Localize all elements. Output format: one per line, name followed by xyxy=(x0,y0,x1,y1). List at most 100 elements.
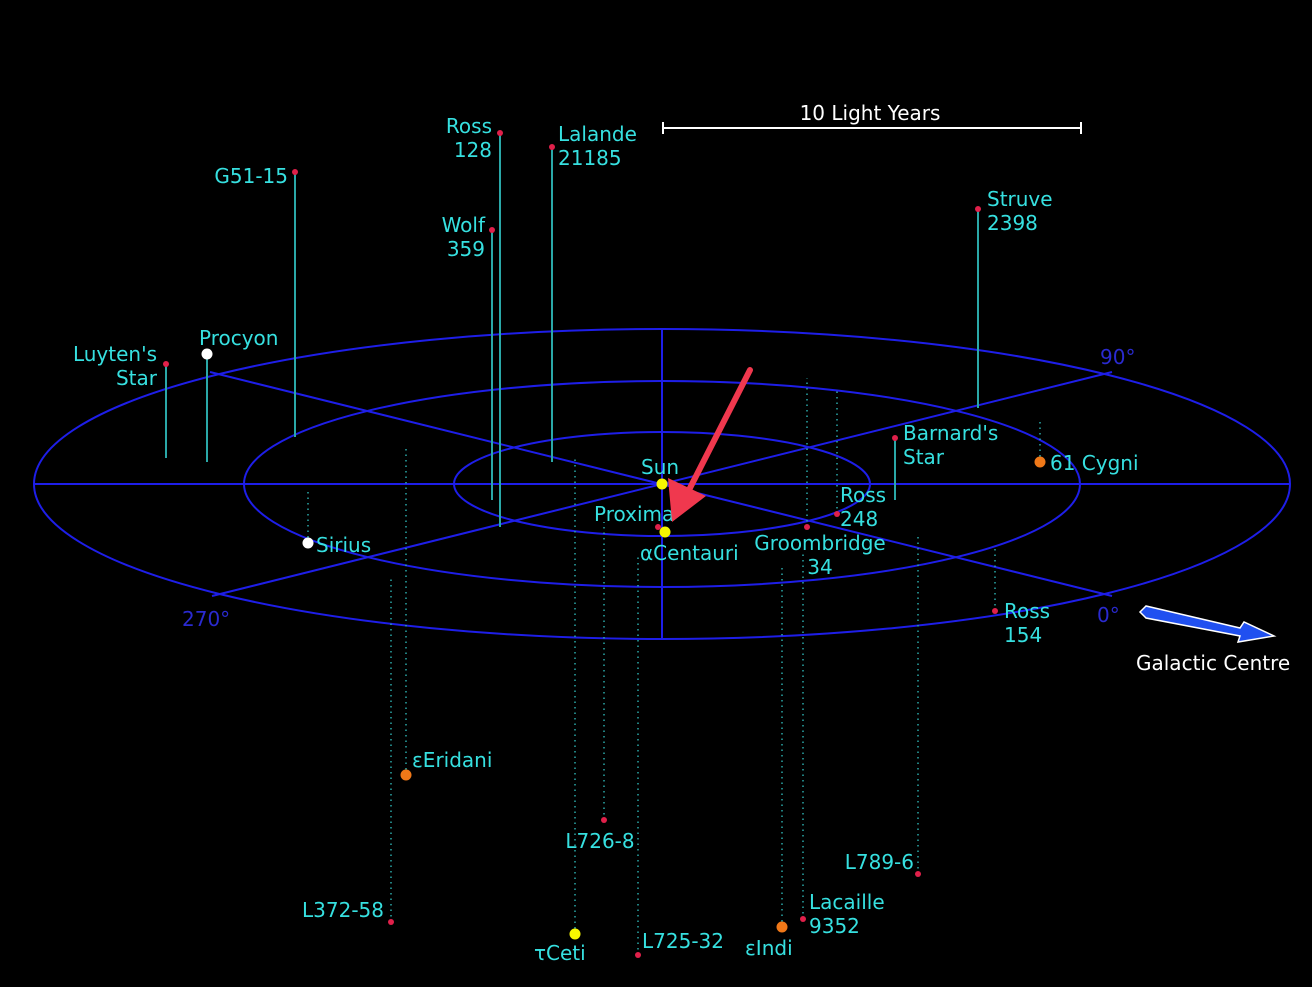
star-marker-tau-ceti[interactable] xyxy=(569,928,581,940)
star-label-line: L372-58 xyxy=(302,898,384,922)
star-label-line: Ross xyxy=(446,114,492,138)
star-marker-groombridge-34[interactable] xyxy=(804,524,810,530)
star-label-sirius: Sirius xyxy=(316,533,371,557)
star-marker-ross-128[interactable] xyxy=(497,130,503,136)
star-alpha-centauri[interactable]: αCentauri xyxy=(640,526,739,566)
star-marker-sirius[interactable] xyxy=(302,537,314,549)
star-label-line: Proxima xyxy=(594,502,674,526)
star-label-epsilon-eridani: εEridani xyxy=(412,748,492,772)
star-marker-procyon[interactable] xyxy=(201,348,213,360)
galactic-centre-label: Galactic Centre xyxy=(1136,651,1290,675)
star-label-line: εIndi xyxy=(745,936,793,960)
star-label-l789-6: L789-6 xyxy=(845,850,914,874)
star-label-sun: Sun xyxy=(641,455,679,479)
scale-label: 10 Light Years xyxy=(800,101,941,125)
star-label-line: Struve xyxy=(987,187,1053,211)
star-label-line: Ross xyxy=(1004,599,1050,623)
star-label-line: Ross xyxy=(840,483,886,507)
star-marker-sun[interactable] xyxy=(656,478,668,490)
star-label-g51-15: G51-15 xyxy=(214,164,288,188)
degree-label-0: 0° xyxy=(1097,603,1120,627)
star-sun[interactable]: Sun xyxy=(641,455,679,490)
star-marker-lalande-21185[interactable] xyxy=(549,144,555,150)
star-l372-58[interactable]: L372-58 xyxy=(302,898,394,925)
star-l789-6[interactable]: L789-6 xyxy=(845,850,921,877)
star-marker-luytens-star[interactable] xyxy=(163,361,169,367)
star-label-proxima: Proxima xyxy=(594,502,674,526)
star-label-line: αCentauri xyxy=(640,541,739,565)
star-label-line: Groombridge xyxy=(754,531,885,555)
star-marker-alpha-centauri[interactable] xyxy=(659,526,671,538)
star-label-line: 248 xyxy=(840,507,878,531)
star-label-line: Barnard's xyxy=(903,421,998,445)
galactic-centre-arrow-icon xyxy=(1138,605,1277,643)
star-marker-l725-32[interactable] xyxy=(635,952,641,958)
star-marker-l726-8[interactable] xyxy=(601,817,607,823)
star-label-line: G51-15 xyxy=(214,164,288,188)
star-marker-ross-154[interactable] xyxy=(992,608,998,614)
star-label-line: 128 xyxy=(454,138,492,162)
star-l726-8[interactable]: L726-8 xyxy=(565,817,635,853)
star-label-alpha-centauri: αCentauri xyxy=(640,541,739,565)
star-label-line: 61 Cygni xyxy=(1050,451,1139,475)
star-marker-proxima[interactable] xyxy=(655,524,661,530)
star-label-line: Sun xyxy=(641,455,679,479)
star-label-epsilon-indi: εIndi xyxy=(745,936,793,960)
star-marker-barnards-star[interactable] xyxy=(892,435,898,441)
star-label-line: 154 xyxy=(1004,623,1042,647)
star-marker-l372-58[interactable] xyxy=(388,919,394,925)
star-marker-wolf-359[interactable] xyxy=(489,227,495,233)
scale-bar xyxy=(662,122,1082,134)
star-label-line: 2398 xyxy=(987,211,1038,235)
star-label-line: εEridani xyxy=(412,748,492,772)
star-marker-epsilon-eridani[interactable] xyxy=(400,769,412,781)
star-epsilon-eridani[interactable]: εEridani xyxy=(400,748,493,781)
star-label-line: 9352 xyxy=(809,914,860,938)
star-label-line: 34 xyxy=(807,555,832,579)
star-marker-epsilon-indi[interactable] xyxy=(776,921,788,933)
star-epsilon-indi[interactable]: εIndi xyxy=(745,921,793,961)
star-label-line: 359 xyxy=(447,237,485,261)
star-l725-32[interactable]: L725-32 xyxy=(635,929,724,958)
star-label-line: Sirius xyxy=(316,533,371,557)
star-marker-g51-15[interactable] xyxy=(292,169,298,175)
star-marker-lacaille-9352[interactable] xyxy=(800,916,806,922)
star-label-line: L726-8 xyxy=(565,829,634,853)
star-procyon[interactable]: Procyon xyxy=(199,326,278,360)
star-g51-15[interactable]: G51-15 xyxy=(214,164,298,188)
star-label-61-cygni: 61 Cygni xyxy=(1050,451,1139,475)
star-marker-61-cygni[interactable] xyxy=(1034,456,1046,468)
star-proxima[interactable]: Proxima xyxy=(594,502,674,530)
red-pointer-arrow-icon xyxy=(668,367,753,522)
star-sirius[interactable]: Sirius xyxy=(302,533,372,557)
star-label-line: τCeti xyxy=(534,941,586,965)
star-61-cygni[interactable]: 61 Cygni xyxy=(1034,451,1139,475)
star-marker-struve-2398[interactable] xyxy=(975,206,981,212)
degree-label-270: 270° xyxy=(182,607,230,631)
star-tau-ceti[interactable]: τCeti xyxy=(534,928,586,966)
star-marker-l789-6[interactable] xyxy=(915,871,921,877)
star-marker-ross-248[interactable] xyxy=(834,511,840,517)
star-label-l372-58: L372-58 xyxy=(302,898,384,922)
